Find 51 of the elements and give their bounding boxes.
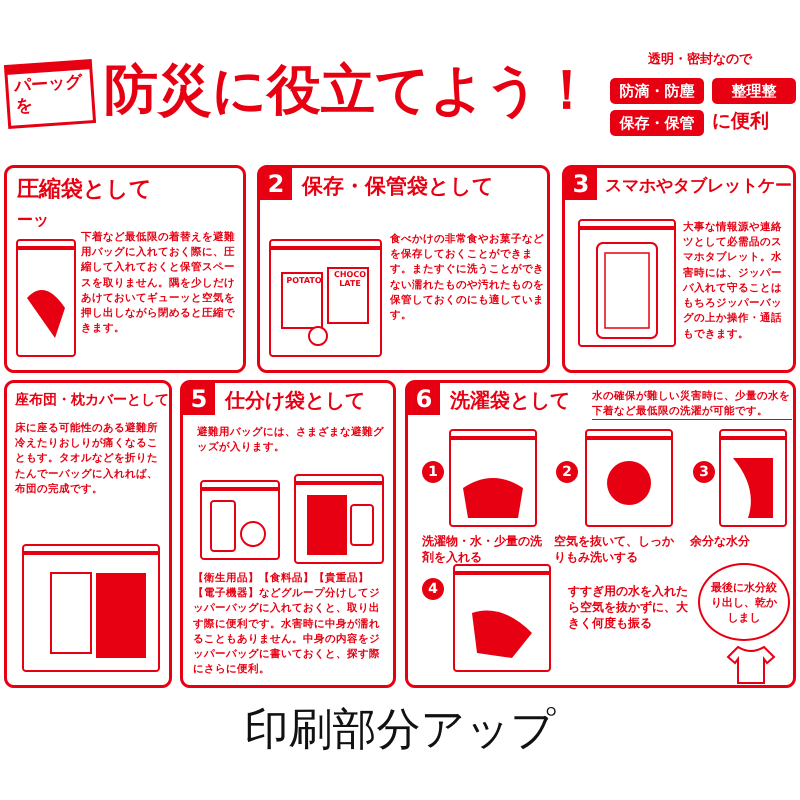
panel-heading: 洗濯袋として [450, 387, 570, 414]
body-text: 大事な情報源や連絡ツとして必需品のスマホタブレット。水害時には、ジッパーバ入れて守ることはもちろジッパーバッグの上か操作・通話もできます。 [683, 220, 783, 342]
step-circle [422, 578, 444, 600]
body-text: 床に座る可能性のある避難所冷えたりおしりが痛くなることもす。タオルなどを折りたたんでーバッグに入れれば、布団の完成です。 [15, 421, 159, 497]
step-caption: 洗濯物・水・少量の洗剤を入れる [422, 533, 542, 566]
panel-card [562, 165, 796, 373]
panel-card [4, 380, 172, 688]
tag-box [712, 78, 796, 104]
caption: 印刷部分アップ [244, 703, 557, 757]
step-caption: すすぎ用の水を入れたら空気を抜かずに、大きく何度も振る [568, 583, 689, 632]
body-text: 食べかけの非常食やお菓子などを保存しておくことができます。またすぐに洗うことができない濡れたものや汚れたものを保管しておくのにも適しています。 [390, 232, 545, 324]
package-label: CHOCO LATE [332, 270, 368, 288]
body-text: 下着など最低限の着替えを避難用バッグに入れておく際に、圧縮して入れておくと保管スペースを取りません。隅を少しだけあけておいてギューッと空気を押し出しながら閉めると圧縮できます。 [81, 230, 236, 336]
tag-label: 保存・保管 [620, 114, 694, 132]
panel-card [4, 165, 246, 373]
number-badge: 2 [260, 168, 292, 200]
title: 防災に役立てよう！ [104, 57, 594, 123]
note-text: に便利 [712, 109, 769, 134]
panel-card [257, 165, 550, 373]
tag-box [610, 110, 704, 136]
note-text: 透明・密封なので [648, 50, 752, 68]
bubble-text: 最後に水分絞り出し、乾かしまし [710, 580, 778, 624]
step-number: 3 [699, 464, 709, 480]
panel-card [180, 380, 396, 688]
tag-label: 防滴・防塵 [620, 82, 694, 100]
sound-effect-text: ーッ [17, 210, 49, 231]
bag-tag [4, 59, 96, 129]
number-badge: 5 [183, 383, 215, 415]
panel-heading: 仕分け袋として [225, 387, 365, 414]
step-number: 1 [428, 464, 438, 480]
body-text: 【衛生用品】【食料品】【貴重品】【電子機器】などグループ分けしてジッパーバッグに入れておくと、取り出す際に便利です。水害時に中身が濡れることもありません。中身の内容をジッパーバッグに書いておくと、探す際にさらに便利。 [193, 571, 381, 678]
tag-box [610, 78, 704, 104]
step-circle [556, 461, 578, 483]
number-badge: 3 [565, 168, 597, 200]
step-number: 4 [428, 581, 438, 597]
step-number: 2 [562, 464, 572, 480]
tag-label: 整理整 [732, 82, 776, 100]
package-label: POTATO [286, 276, 322, 285]
panel-card [405, 380, 796, 688]
number-badge: 6 [408, 383, 440, 415]
step-circle [422, 461, 444, 483]
tag-text: パーッグを [12, 70, 84, 119]
step-caption: 余分な水分 [690, 533, 751, 550]
step-caption: 空気を抜いて、しっかりもみ洗いする [554, 533, 675, 566]
step-circle [693, 461, 715, 483]
panel-heading: スマホやタブレットケー [605, 175, 792, 197]
panel-heading: 座布団・枕カバーとして [15, 391, 169, 409]
body-text: 避難用バッグには、さまざまな避難グッズが入ります。 [197, 425, 385, 456]
body-text: 水の確保が難しい災害時に、少量の水を下着など最低限の洗濯が可能です。 [592, 389, 792, 420]
panel-heading: 圧縮袋として [17, 176, 152, 204]
panel-heading: 保存・保管袋として [302, 173, 494, 200]
